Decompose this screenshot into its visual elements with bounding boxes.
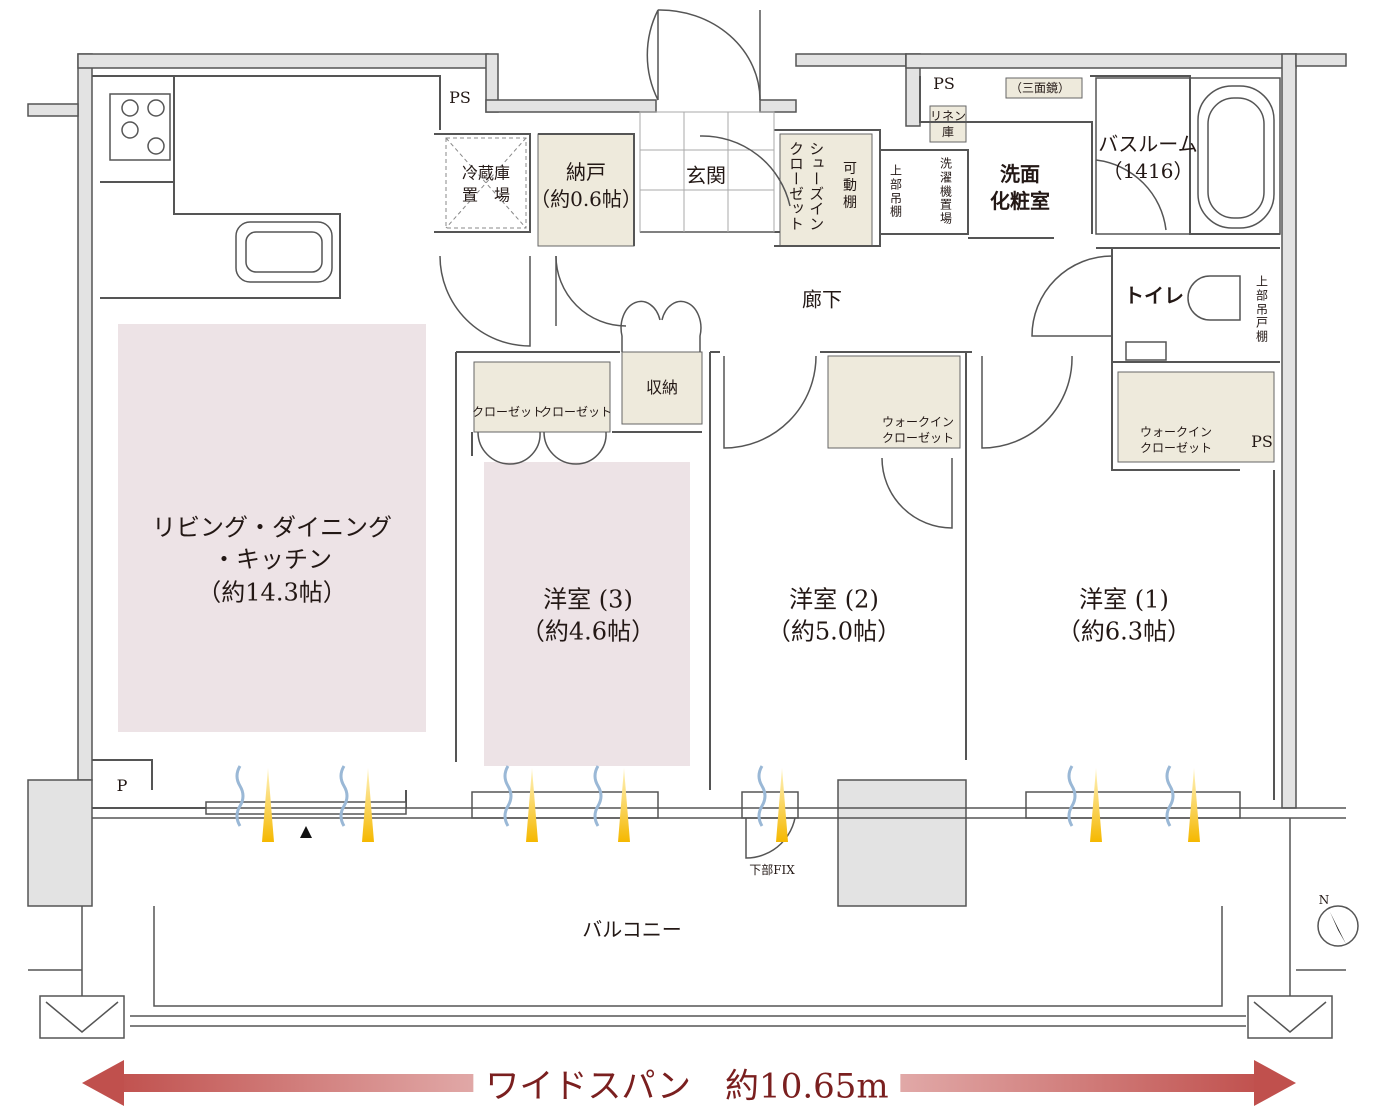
bedroom1-label: 洋室 (1) （約6.3帖） [1057,584,1191,649]
storage-fills [473,77,1275,463]
fridge-space [445,137,527,229]
bathroom-size: （1416） [1102,159,1194,183]
ldk-label: リビング・ダイニング ・キッチン （約14.3帖） [152,511,392,608]
bedroom2-area: （約5.0帖） [766,618,902,646]
mirror-label: （三面鏡） [1009,80,1071,95]
ps-label-3: PS [1251,432,1273,452]
interior-walls [92,75,1280,809]
heating-glyphs [235,765,1200,842]
storage-label: 収納 [645,378,679,398]
bedroom3-highlight [484,462,690,766]
movable-shelf-label: 可 動 棚 [843,160,857,211]
ldk-name-2: ・キッチン [212,545,332,574]
ldk-area: （約14.3帖） [197,578,347,607]
walls [27,53,1347,809]
p-label: P [116,776,128,796]
washer-label: 洗 濯 機 置 場 [939,156,953,226]
washroom-label: 洗面 化粧室 [990,162,1050,213]
north-label: N [1318,892,1330,907]
toilet-fixture [1125,275,1241,361]
bedroom2-name: 洋室 (2) [789,585,879,614]
wic-label-2: ウォークイン クローゼット [881,414,955,445]
toilet-upper-shelf-label: 上 部 吊 戸 棚 [1255,274,1269,344]
ldk-highlight [118,324,426,732]
entry-marker-icon [300,826,312,838]
doors [439,9,1167,859]
storeroom-label: 納戸 （約0.6帖） [530,159,642,213]
windows [205,791,1241,819]
bedroom1-area: （約6.3帖） [1056,618,1192,646]
corridor-label: 廊下 [802,287,842,312]
shoes-closet-label: シューズイン クローゼット [787,141,826,231]
fix-label: 下部FIX [749,862,795,877]
closet-label-2: クローゼット [539,404,613,419]
bathtub [1095,77,1281,235]
bathroom-name: バスルーム [1098,132,1198,156]
fridge-label: 冷蔵庫 置 場 [461,163,511,204]
closet-label-1: クローゼット [471,404,545,419]
bedroom3-name: 洋室 (3) [543,585,633,614]
ps-label-2: PS [933,74,955,94]
storeroom-area: （約0.6帖） [530,187,642,211]
ldk-name: リビング・ダイニング [152,513,392,542]
ps-label-1: PS [449,88,471,108]
span-label: ワイドスパン 約10.65m [473,1058,901,1108]
bedroom3-area: （約4.6帖） [520,618,656,646]
bedroom1-name: 洋室 (1) [1079,585,1169,614]
bedroom3-label: 洋室 (3) （約4.6帖） [521,584,655,649]
wic-label-1: ウォークイン クローゼット [1139,424,1213,455]
balcony-structure [27,779,1346,1039]
north-arrow-icon [1317,905,1359,947]
balcony-label: バルコニー [582,917,682,942]
linen-label: リネン 庫 [929,108,967,139]
bedroom2-label: 洋室 (2) （約5.0帖） [767,584,901,649]
kitchen [109,93,333,283]
toilet-label: トイレ [1124,283,1184,308]
bathroom-label: バスルーム （1416） [1098,131,1197,185]
entrance-label: 玄関 [686,163,726,188]
upper-shelf-label: 上 部 吊 棚 [889,163,903,219]
storeroom-name: 納戸 [566,160,606,184]
